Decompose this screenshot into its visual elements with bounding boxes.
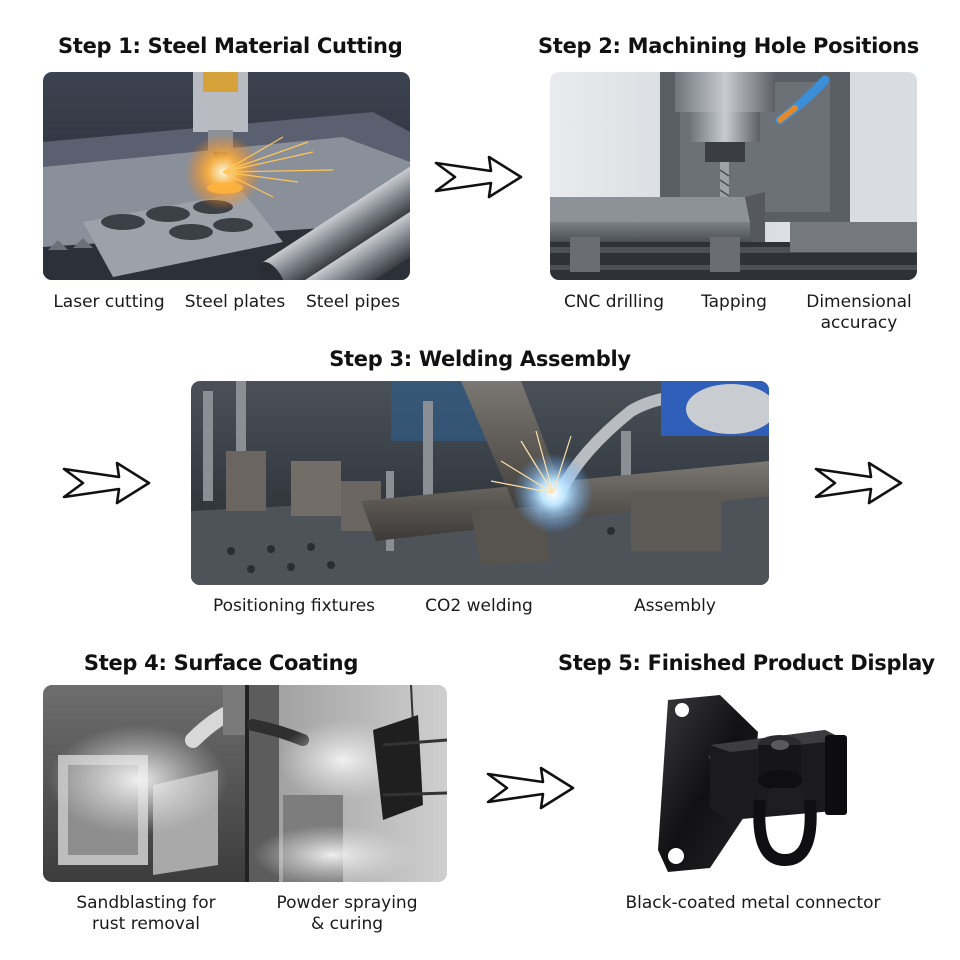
step-4-title: Step 4: Surface Coating (83, 651, 359, 675)
flow-arrow-step-4-to-5 (484, 764, 578, 812)
step-3-title: Step 3: Welding Assembly (329, 347, 631, 371)
flow-arrow-into-step-3 (60, 459, 154, 507)
step-1-caption-steel-pipes: Steel pipes (305, 292, 401, 312)
outlined-right-arrow-icon (62, 461, 151, 505)
step-3-caption-assembly: Assembly (634, 596, 716, 616)
outlined-right-arrow-icon (486, 766, 575, 810)
step-3-caption-co2-welding: CO2 welding (425, 596, 533, 616)
outlined-right-arrow-icon (814, 461, 903, 505)
step-5-title: Step 5: Finished Product Display (558, 651, 935, 675)
step-2-title: Step 2: Machining Hole Positions (538, 34, 919, 58)
flow-arrow-out-of-step-3 (812, 459, 906, 507)
step-4-caption-powder-spraying: Powder spraying & curing (276, 893, 418, 934)
step-1-caption-laser-cutting: Laser cutting (53, 292, 165, 312)
step-2-caption-tapping: Tapping (701, 292, 767, 312)
step-2-caption-dimensional-accuracy: Dimensional accuracy (806, 292, 912, 333)
step-1-caption-steel-plates: Steel plates (184, 292, 286, 312)
flow-arrow-step-1-to-2 (433, 153, 525, 201)
step-3-caption-positioning-fixtures: Positioning fixtures (212, 596, 376, 616)
step-4-photo-surface-coating (43, 685, 447, 882)
step-1-photo-laser-cutting (43, 72, 410, 280)
step-5-caption-black-coated-connector: Black-coated metal connector (625, 893, 881, 913)
step-5-photo-finished-connector (640, 690, 865, 880)
step-3-photo-welding (191, 381, 769, 585)
outlined-right-arrow-icon (434, 155, 523, 199)
step-4-caption-sandblasting: Sandblasting for rust removal (76, 893, 216, 934)
step-2-caption-cnc-drilling: CNC drilling (563, 292, 665, 312)
step-1-title: Step 1: Steel Material Cutting (58, 34, 403, 58)
step-2-photo-cnc-drilling (550, 72, 917, 280)
